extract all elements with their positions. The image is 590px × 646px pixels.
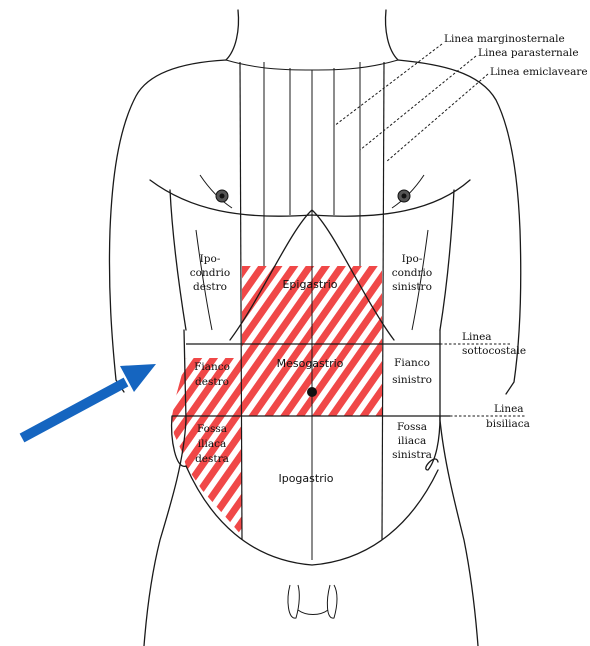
region-label-line: sinistro: [392, 374, 432, 386]
region-label-line: Fianco: [394, 357, 430, 369]
region-label-line: Fianco: [194, 361, 230, 373]
region-label-line: iliaca: [198, 438, 226, 450]
region-fossa-iliaca-sinistra: Fossa iliaca sinistra: [392, 421, 432, 461]
region-label-line: Ipo-: [200, 253, 221, 265]
region-label-line: Ipo-: [402, 253, 423, 265]
label-linea-parasternale: Linea parasternale: [478, 47, 579, 59]
label-linea-marginosternale: Linea marginosternale: [444, 33, 565, 45]
region-label-line: iliaca: [398, 435, 426, 447]
region-epigastrio: Epigastrio: [282, 278, 337, 291]
region-fianco-sinistro: Fianco sinistro: [392, 357, 432, 386]
region-label-line: destro: [193, 281, 227, 293]
region-label-line: condrio: [190, 267, 230, 279]
region-label-line: sinistro: [392, 281, 432, 293]
region-label-line: condrio: [392, 267, 432, 279]
region-label-line: sinistra: [392, 449, 432, 461]
region-label-line: Fossa: [197, 423, 227, 435]
region-label-line: Fossa: [397, 421, 427, 433]
label-linea-sottocostale-line1: Linea: [462, 331, 492, 343]
region-label-line: destra: [195, 453, 229, 465]
region-fossa-iliaca-destra: Fossa iliaca destra: [195, 423, 229, 465]
region-mesogastrio: Mesogastrio: [277, 357, 344, 370]
highlighted-regions: [172, 266, 382, 536]
region-ipocondrio-sinistro: Ipo- condrio sinistro: [392, 253, 432, 293]
label-linea-sottocostale-line2: sottocostale: [462, 345, 526, 357]
umbilicus: [307, 387, 317, 397]
label-linea-emiclaveare: Linea emiclaveare: [490, 66, 588, 78]
region-ipogastrio: Ipogastrio: [278, 472, 333, 485]
label-linea-bisiliaca-line2: bisiliaca: [486, 418, 530, 430]
region-label-line: destro: [195, 376, 229, 388]
blue-arrow-icon: [22, 364, 156, 438]
label-linea-bisiliaca-line1: Linea: [494, 403, 524, 415]
region-ipocondrio-destro: Ipo- condrio destro: [190, 253, 230, 293]
